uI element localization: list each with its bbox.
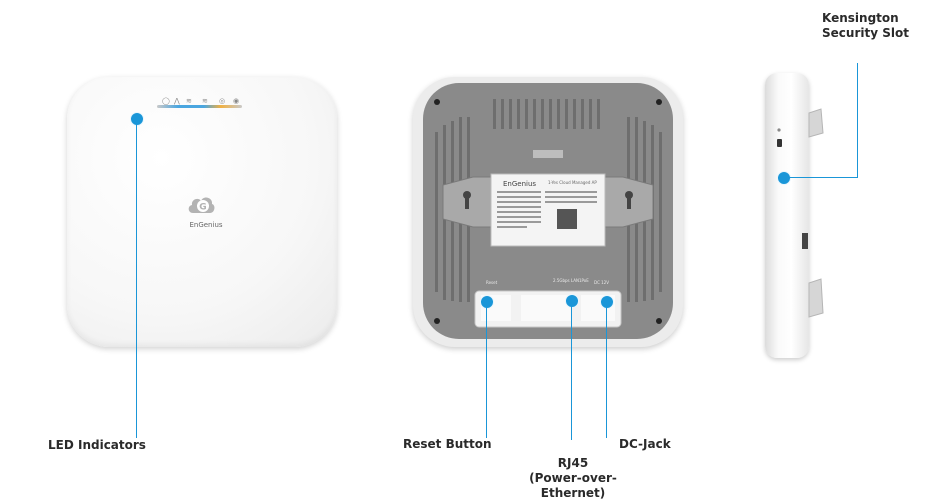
front-brand-text: EnGenius xyxy=(189,221,223,229)
reset-callout-line xyxy=(486,307,487,438)
reset-button-label: Reset Button xyxy=(403,437,492,451)
lan-port-label: 2.5Gbps LAN1PoE xyxy=(553,278,589,283)
power-led-icon: ◯ xyxy=(162,97,170,105)
rj45-label: RJ45 (Power-over-Ethernet) xyxy=(508,456,638,501)
dc-jack-label: DC-Jack xyxy=(619,437,671,451)
rj45-callout-dot xyxy=(565,294,579,308)
rj45-label-line1: RJ45 xyxy=(557,456,589,470)
led-callout-line xyxy=(136,124,137,438)
kensington-label-line2: Security Slot xyxy=(822,26,909,40)
reset-port-label: Reset xyxy=(486,280,498,285)
kensington-label: Kensington Security Slot xyxy=(822,11,909,41)
kensington-callout-dot xyxy=(777,171,791,185)
ap-side-view xyxy=(765,73,809,358)
cloud-led-icon: ◎ xyxy=(219,97,226,105)
rj45-callout-line xyxy=(571,306,572,440)
5ghz-led-icon: ≋ xyxy=(202,97,208,105)
kensington-label-line1: Kensington xyxy=(822,11,899,25)
svg-text:G: G xyxy=(199,203,206,213)
led-light-bar xyxy=(157,105,242,108)
lan-led-icon: ◉ xyxy=(233,97,240,105)
back-label-brand: EnGenius xyxy=(503,180,537,188)
dc-port-label: DC 12V xyxy=(594,280,609,285)
dc-callout-line xyxy=(606,307,607,438)
dc-callout-dot xyxy=(600,295,614,309)
side-detail xyxy=(777,108,824,318)
engenius-logo-icon: G xyxy=(188,197,215,213)
back-label-title: 1-Yes Cloud Managed AP xyxy=(548,180,597,185)
kensington-callout-hline xyxy=(789,177,857,178)
led-indicators-label: LED Indicators xyxy=(48,438,146,452)
reset-callout-dot xyxy=(480,295,494,309)
led-indicator-strip: ◯ ⋀ ≋ ≋ ◎ ◉ xyxy=(157,97,247,111)
kensington-callout-vline xyxy=(857,63,858,178)
2-4ghz-led-icon: ≋ xyxy=(186,97,192,105)
led-callout-dot xyxy=(130,112,144,126)
mesh-led-icon: ⋀ xyxy=(174,97,180,105)
back-panel-detail xyxy=(434,99,662,328)
